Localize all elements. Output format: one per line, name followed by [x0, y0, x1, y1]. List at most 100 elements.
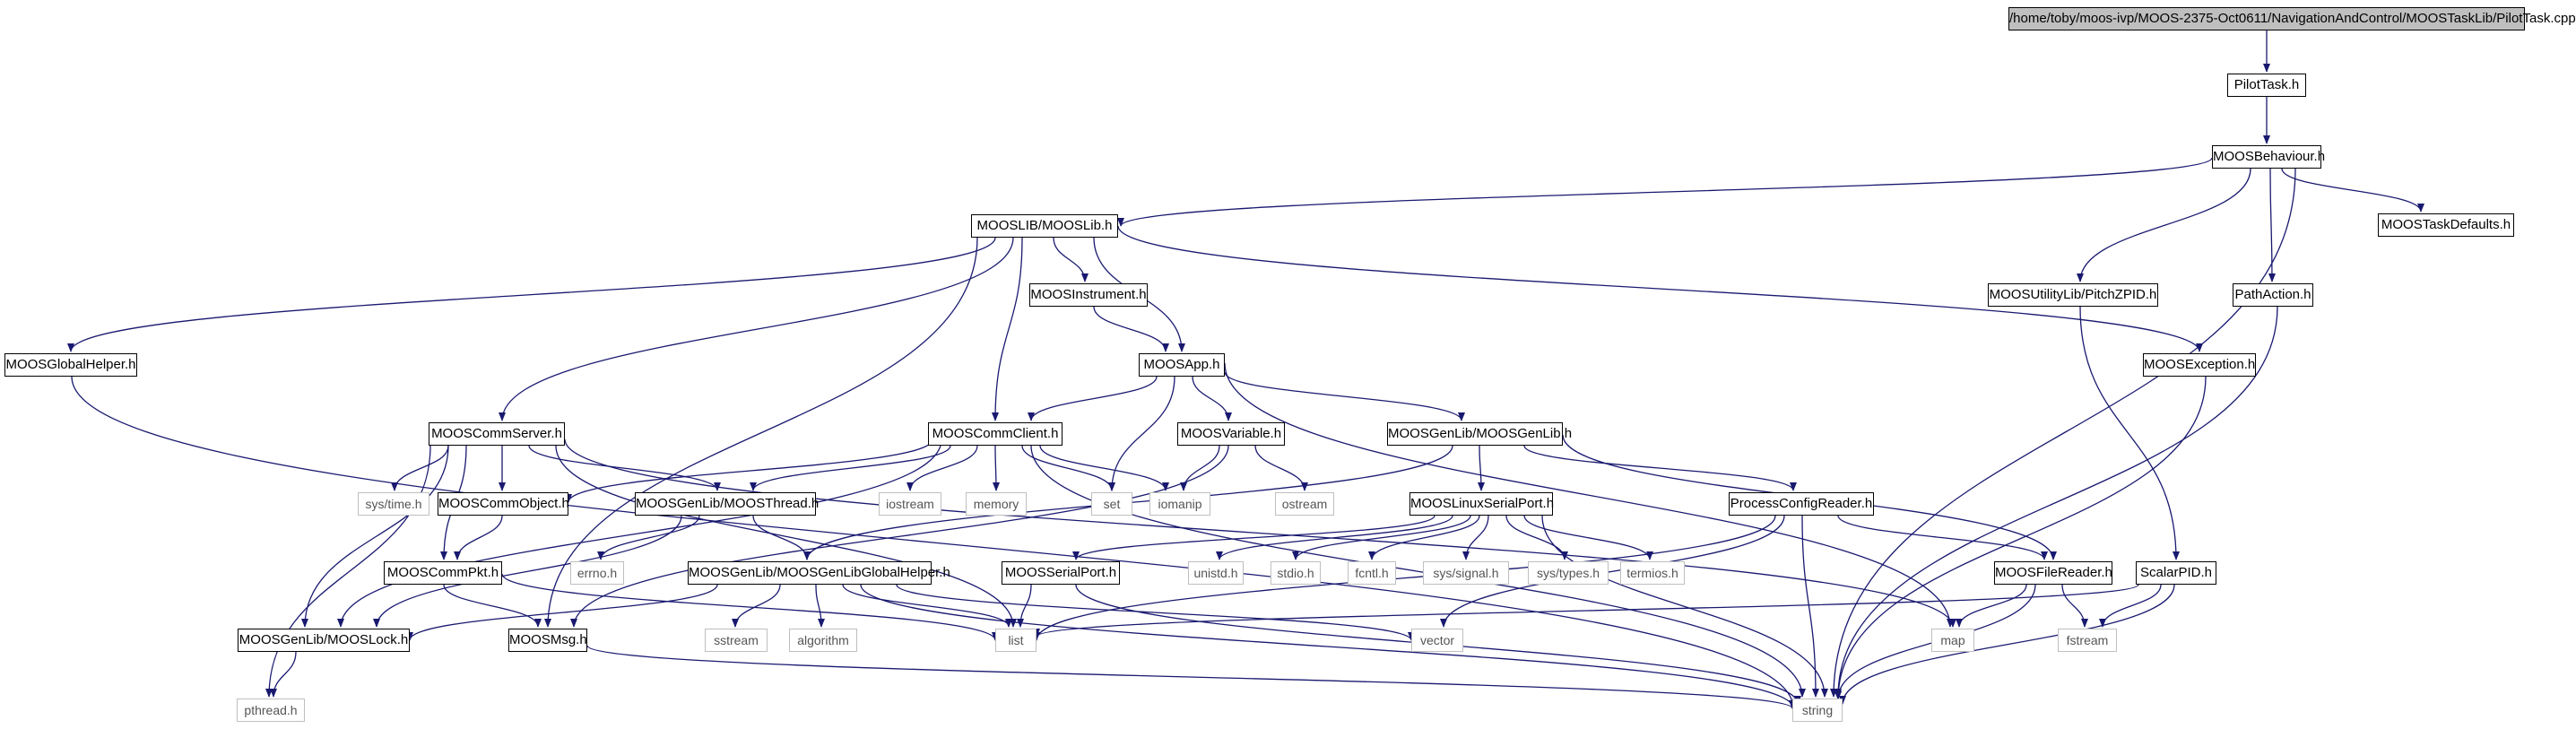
edge-commserver-to-list [555, 445, 1017, 628]
edge-commserver-to-systime [391, 445, 449, 491]
node-string[interactable]: string [1792, 699, 1843, 722]
edge-mooslock-to-pthread [270, 651, 297, 698]
node-stdio-h[interactable]: stdio.h [1271, 561, 1321, 585]
node-moosexception-h[interactable]: MOOSException.h [2143, 353, 2256, 377]
edge-commpkt-to-moosmsg [443, 584, 542, 628]
node-map[interactable]: map [1931, 629, 1974, 652]
edge-moosthread-to-mooslock [373, 515, 682, 628]
edge-commclient-to-memory [992, 445, 1000, 491]
edge-genlib-to-linuxserial [1477, 445, 1485, 491]
edge-behaviour-to-mooslib [1117, 157, 2213, 227]
edge-linuxserial-to-stdio [1292, 515, 1471, 560]
edge-moosexception-to-string [1834, 376, 2207, 700]
edge-pitchzpid-to-scalarpid [2079, 306, 2180, 560]
edge-moosapp-to-set [1108, 376, 1175, 491]
edge-instrument-to-moosapp [1093, 306, 1169, 352]
edge-scalarpid-to-string [1839, 584, 2175, 705]
node-memory[interactable]: memory [966, 492, 1027, 516]
edge-filereader-to-fstream [2061, 584, 2088, 628]
node-pthread-h[interactable]: pthread.h [237, 699, 305, 722]
node-errno-h[interactable]: errno.h [570, 561, 624, 585]
edge-linuxserial-to-serialport [1072, 515, 1435, 560]
edge-procconfig-to-filereader [1837, 515, 2048, 560]
node-sys-signal-h[interactable]: sys/signal.h [1423, 561, 1509, 585]
node-mooscommserver-h[interactable]: MOOSCommServer.h [429, 422, 565, 446]
node-termios-h[interactable]: termios.h [1620, 561, 1685, 585]
node-moosinstrument-h[interactable]: MOOSInstrument.h [1029, 283, 1148, 307]
edge-variable-to-ostream [1254, 445, 1308, 491]
edge-globalhelper-to-string [71, 376, 1797, 709]
edge-procconfig-to-list [1033, 515, 1776, 641]
node-moostaskdefaults-h[interactable]: MOOSTaskDefaults.h [2378, 213, 2514, 237]
edge-procconfig-to-string [1801, 515, 1819, 698]
node-moosthread-h[interactable]: MOOSGenLib/MOOSThread.h [635, 492, 819, 516]
node-pilottask-cpp[interactable]: /home/toby/moos-ivp/MOOS-2375-Oct0611/Na… [2008, 7, 2576, 30]
edge-mooslib-to-commserver [499, 237, 1014, 421]
edge-globalhelper2-to-algorithm [815, 584, 825, 628]
node-iomanip[interactable]: iomanip [1149, 492, 1210, 516]
edge-mooslib-to-commclient [992, 237, 1023, 421]
node-list[interactable]: list [995, 629, 1036, 652]
node-moosserialport-h[interactable]: MOOSSerialPort.h [1002, 561, 1120, 585]
edge-linuxserial-to-unistd [1216, 515, 1453, 560]
node-fstream[interactable]: fstream [2058, 629, 2117, 652]
edge-commclient-to-moosthread [750, 445, 951, 491]
edge-commclient-to-set [1021, 445, 1115, 491]
edge-filereader-to-map [1956, 584, 2027, 628]
node-set[interactable]: set [1091, 492, 1132, 516]
edge-behaviour-to-pathaction [2268, 168, 2276, 282]
node-vector[interactable]: vector [1411, 629, 1463, 652]
node-moosmsg-h[interactable]: MOOSMsg.h [508, 629, 587, 652]
node-pathaction-h[interactable]: PathAction.h [2233, 283, 2313, 307]
node-sys-time-h[interactable]: sys/time.h [358, 492, 429, 516]
node-moosbehaviour-h[interactable]: MOOSBehaviour.h [2212, 145, 2325, 169]
node-moosapp-h[interactable]: MOOSApp.h [1139, 353, 1225, 377]
edge-procconfig-to-vector [1440, 515, 1785, 628]
edge-globalhelper2-to-list [842, 584, 1012, 628]
edge-moosapp-to-map [1224, 362, 1954, 628]
node-mooslib-h[interactable]: MOOSLIB/MOOSLib.h [971, 214, 1118, 238]
edge-moosmsg-to-string [586, 645, 1796, 709]
node-moosglobalhelper-h[interactable]: MOOSGlobalHelper.h [4, 353, 137, 377]
node-mooscommobject-h[interactable]: MOOSCommObject.h [438, 492, 569, 516]
node-moosfilereader-h[interactable]: MOOSFileReader.h [1994, 561, 2112, 585]
edge-serialport-to-list [1017, 584, 1032, 628]
node-unistd-h[interactable]: unistd.h [1188, 561, 1244, 585]
edge-commobject-to-commpkt [454, 515, 503, 560]
node-pilottask-h[interactable]: PilotTask.h [2227, 74, 2306, 97]
edge-mooslib-to-moosmsg [544, 237, 978, 628]
node-processconfigreader-h[interactable]: ProcessConfigReader.h [1729, 492, 1874, 516]
node-mooslinuxserialport-h[interactable]: MOOSLinuxSerialPort.h [1409, 492, 1554, 516]
node-mooscommclient-h[interactable]: MOOSCommClient.h [928, 422, 1062, 446]
edge-commclient-to-iomanip [1039, 445, 1169, 491]
node-sys-types-h[interactable]: sys/types.h [1528, 561, 1609, 585]
edge-moosthread-to-errno [597, 515, 700, 560]
edge-globalhelper2-to-vector [896, 584, 1415, 641]
node-scalarpid-h[interactable]: ScalarPID.h [2136, 561, 2216, 585]
edge-moosapp-to-commclient [1028, 376, 1158, 421]
node-pitchzpid-h[interactable]: MOOSUtilityLib/PitchZPID.h [1988, 283, 2158, 307]
edge-mooslib-to-moosexception [1117, 225, 2203, 352]
edge-variable-to-iomanip [1180, 445, 1220, 491]
node-iostream[interactable]: iostream [879, 492, 941, 516]
node-mooslock-h[interactable]: MOOSGenLib/MOOSLock.h [238, 629, 410, 652]
edge-commserver-to-map [564, 438, 1956, 628]
edge-scalarpid-to-list [1033, 584, 2139, 638]
node-ostream[interactable]: ostream [1275, 492, 1334, 516]
node-sstream[interactable]: sstream [705, 629, 768, 652]
edge-commserver-to-moosthread [528, 445, 721, 491]
edge-linuxserial-to-signal [1462, 515, 1489, 560]
node-fcntl-h[interactable]: fcntl.h [1348, 561, 1396, 585]
edge-commclient-to-string [1030, 445, 1806, 698]
edge-commclient-to-mooslock [337, 438, 942, 628]
node-moosgenlib-h[interactable]: MOOSGenLib/MOOSGenLib.h [1387, 422, 1572, 446]
edge-globalhelper2-to-mooslock [406, 584, 718, 641]
node-moosgenlibglobalhelper-h[interactable]: MOOSGenLib/MOOSGenLibGlobalHelper.h [688, 561, 950, 585]
edge-linuxserial-to-string [1541, 515, 1828, 698]
edge-commserver-to-mooslock [301, 445, 449, 628]
node-mooscommpkt-h[interactable]: MOOSCommPkt.h [384, 561, 502, 585]
node-algorithm[interactable]: algorithm [789, 629, 857, 652]
node-moosvariable-h[interactable]: MOOSVariable.h [1177, 422, 1285, 446]
edge-behaviour-to-pitchzpid [2077, 168, 2251, 282]
